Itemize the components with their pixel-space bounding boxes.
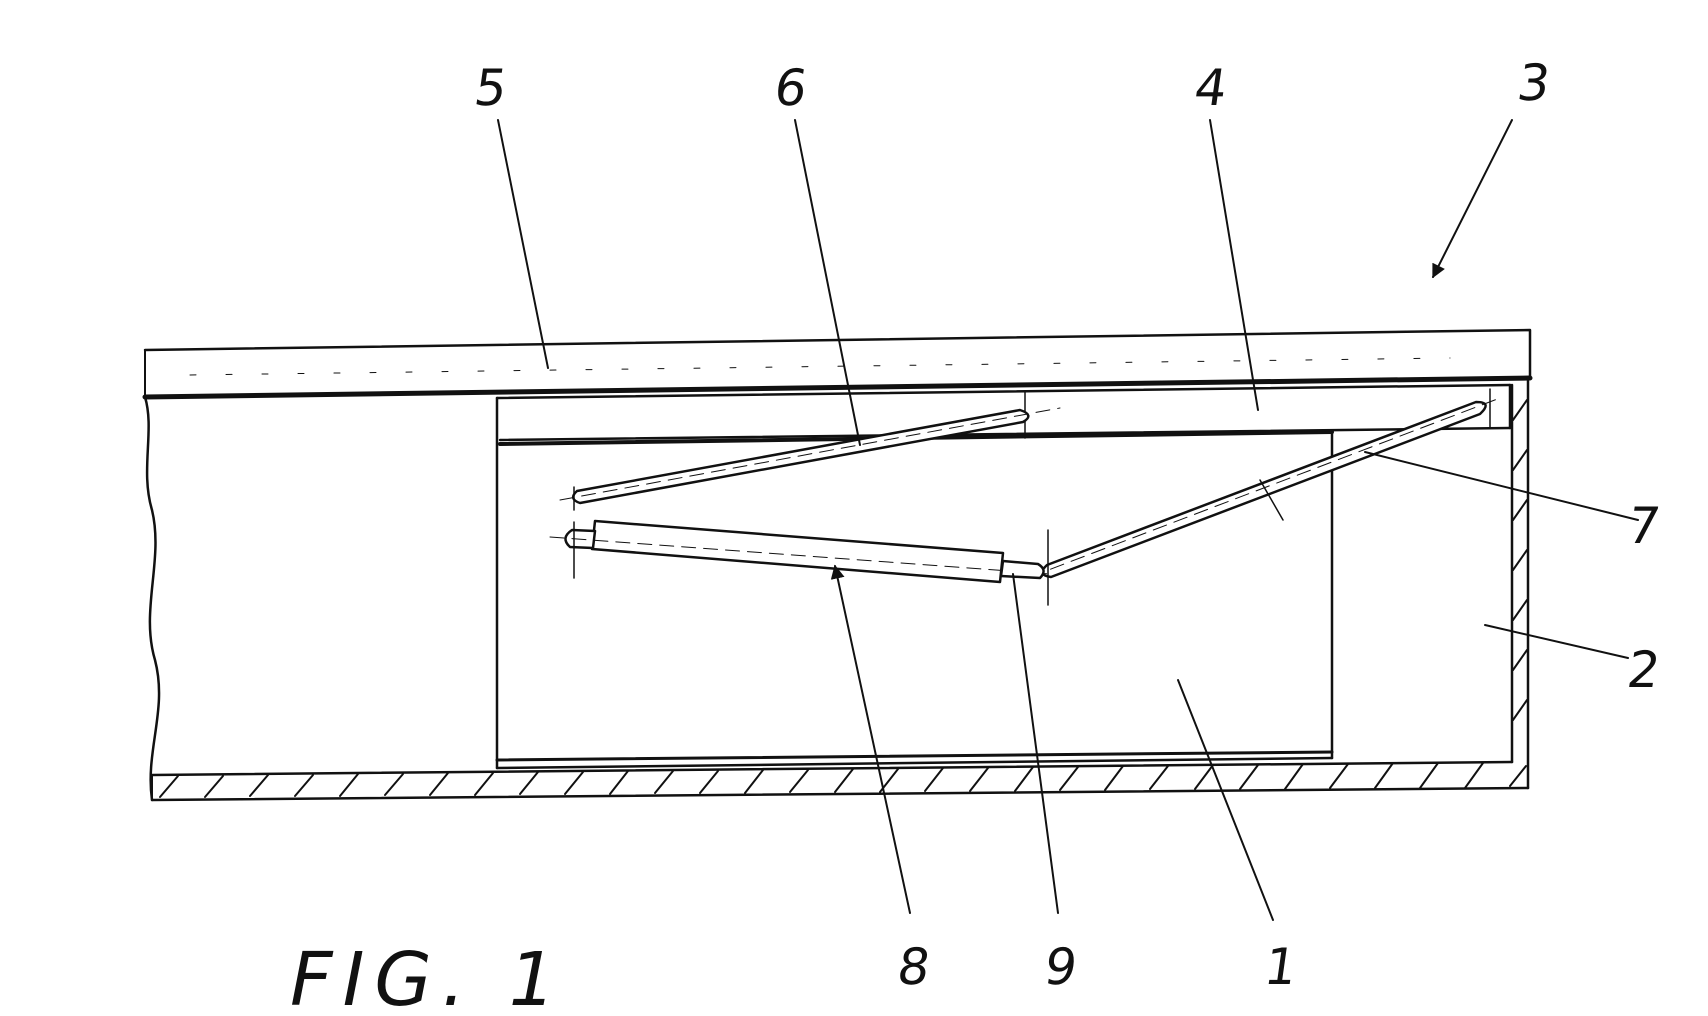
cabinet-break-line xyxy=(143,395,161,802)
leader-9 xyxy=(1012,573,1059,914)
ref-6: 6 xyxy=(771,58,811,117)
leader-1 xyxy=(1177,679,1274,921)
ref-3: 3 xyxy=(1514,53,1554,112)
ref-8: 8 xyxy=(894,937,934,996)
ref-2: 2 xyxy=(1624,640,1664,699)
guide-rail xyxy=(495,383,1512,442)
ref-9: 9 xyxy=(1041,937,1081,996)
leader-3 xyxy=(1432,119,1513,279)
leader-2 xyxy=(1484,624,1629,659)
leader-7 xyxy=(1364,451,1639,521)
actuator-8 xyxy=(549,519,1051,606)
ref-5: 5 xyxy=(471,58,511,117)
leader-8 xyxy=(830,564,911,914)
leader-5 xyxy=(497,119,549,369)
cabinet-carcass xyxy=(150,376,1530,802)
lever-6 xyxy=(559,407,1061,511)
ref-1: 1 xyxy=(1261,937,1301,996)
lever-7 xyxy=(1029,397,1501,579)
ref-4: 4 xyxy=(1191,58,1231,117)
ref-7: 7 xyxy=(1624,496,1664,555)
top-plate xyxy=(142,328,1533,400)
drawer-box xyxy=(495,396,1334,770)
figure-caption: FIG. 1 xyxy=(290,937,566,1016)
leader-4 xyxy=(1209,119,1259,411)
leader-6 xyxy=(794,119,861,446)
leader-lines xyxy=(497,119,1639,921)
